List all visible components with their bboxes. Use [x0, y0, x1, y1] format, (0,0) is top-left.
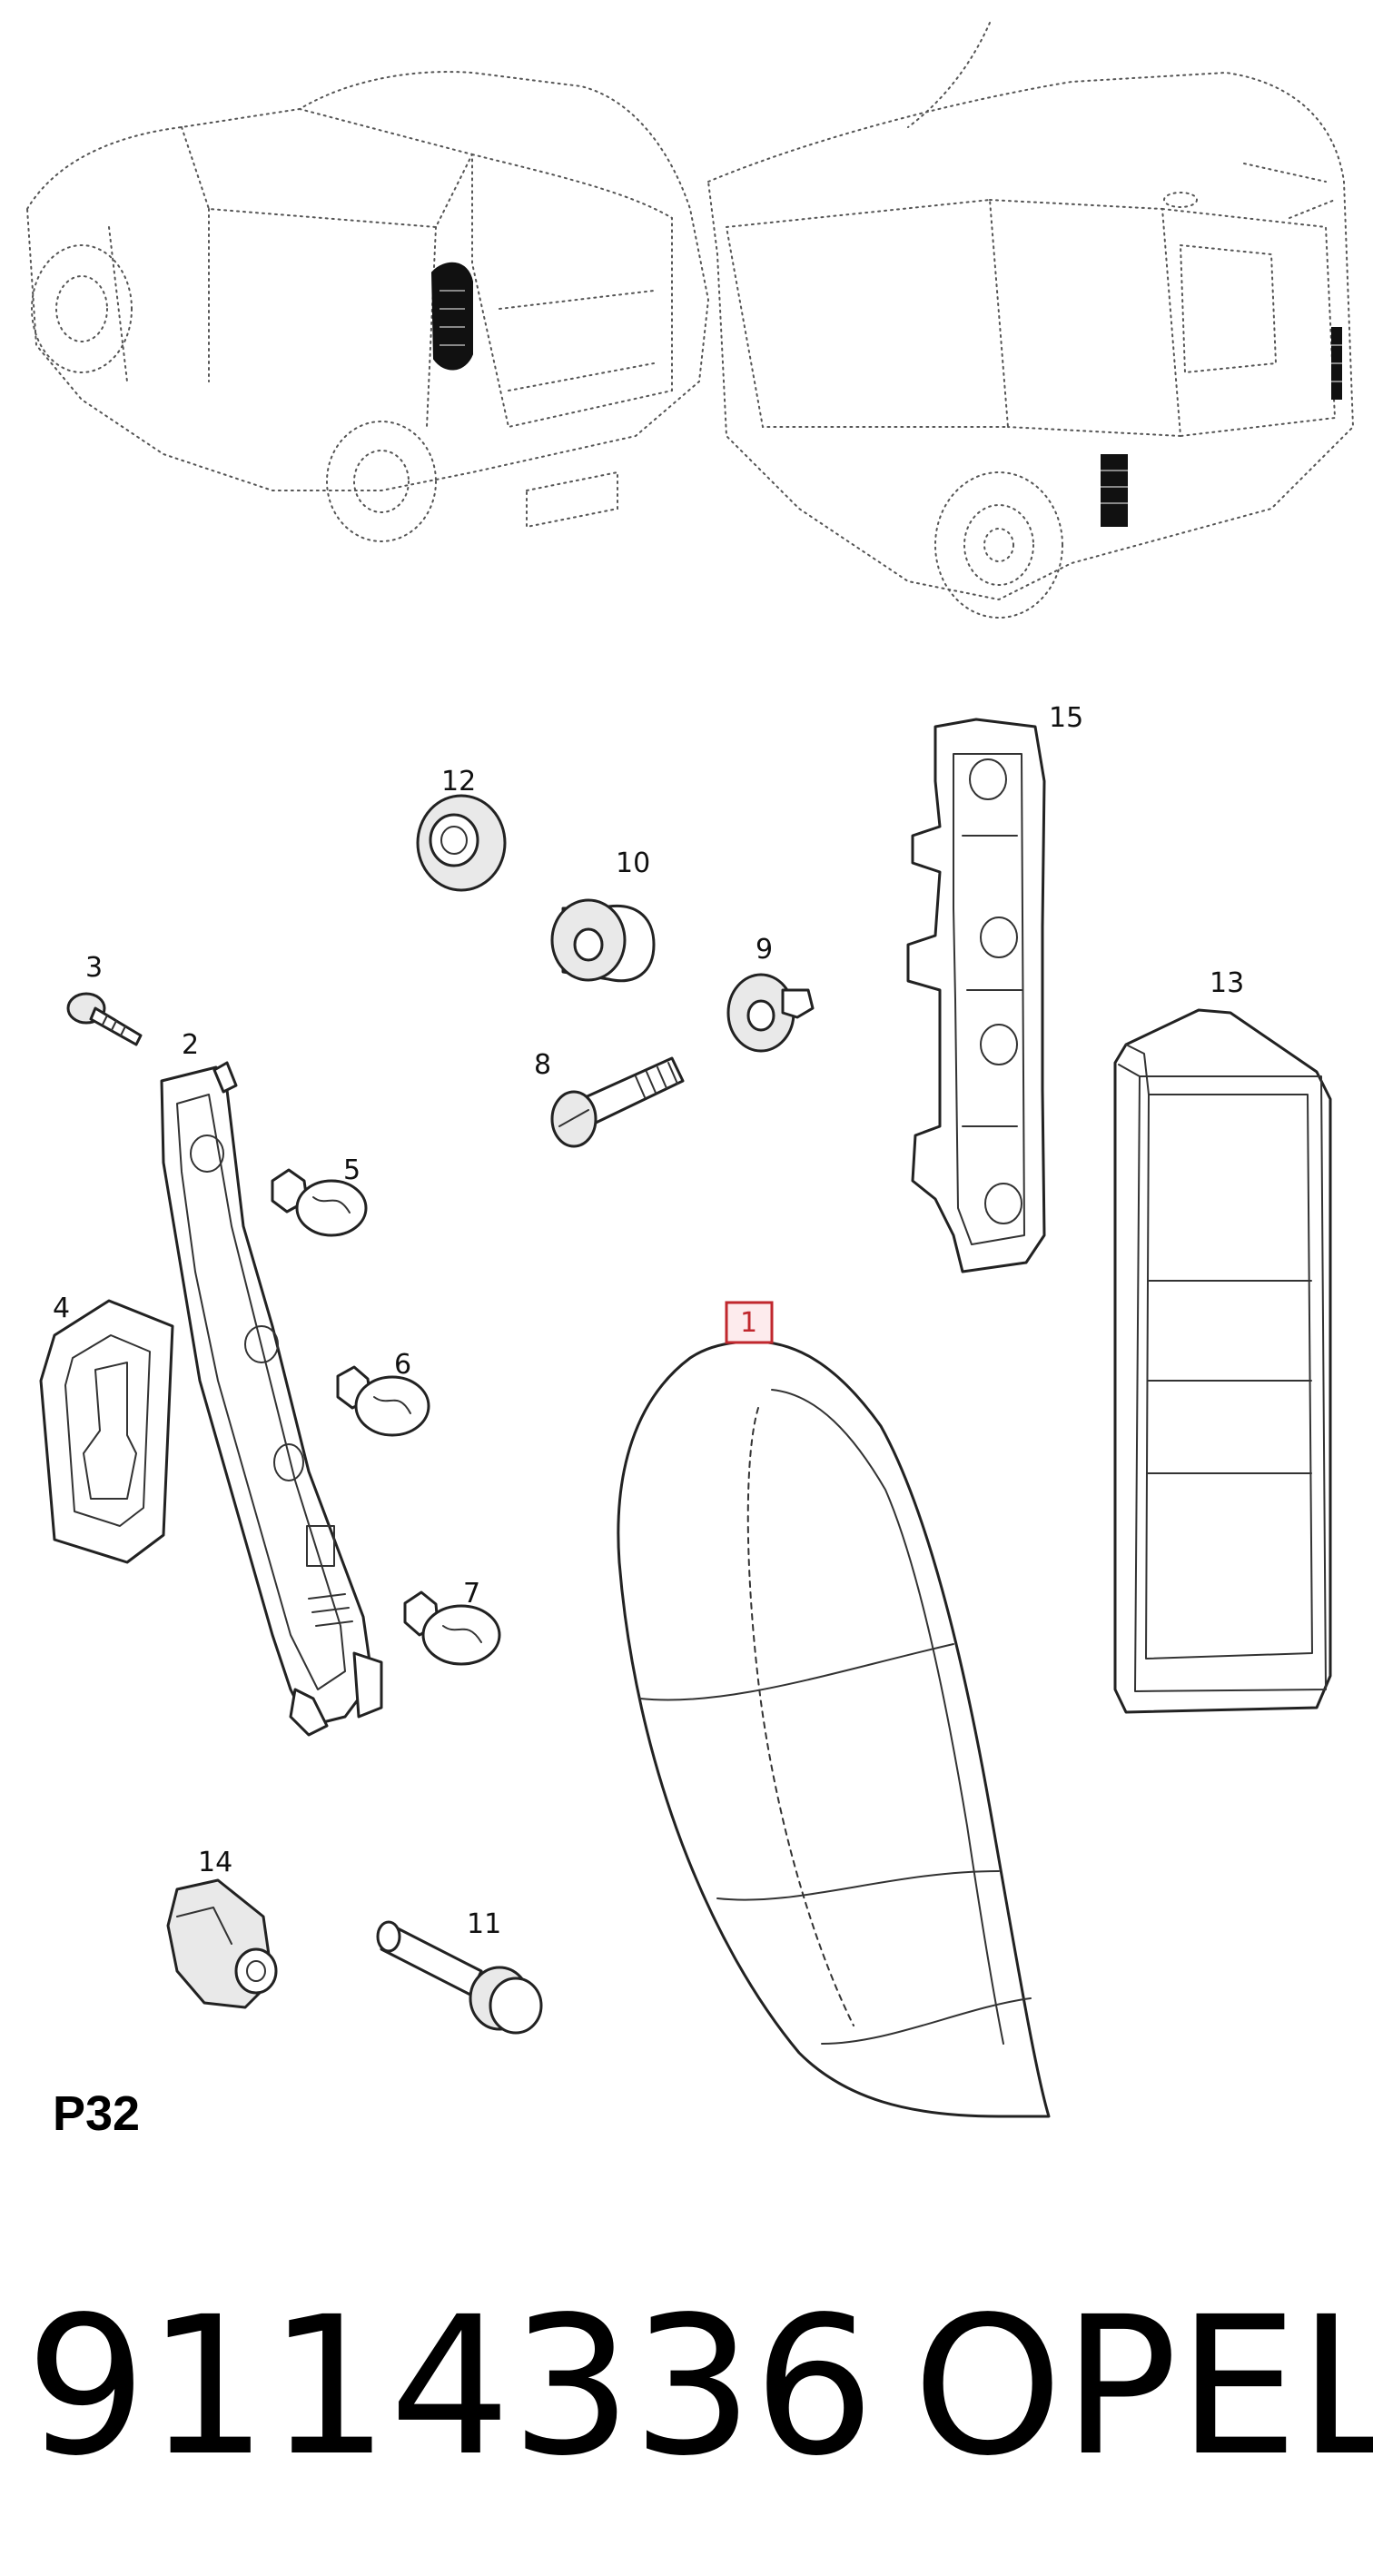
callout-4: 4	[53, 1293, 70, 1324]
part-11-stud	[376, 1920, 543, 2035]
page-code: P32	[53, 2086, 140, 2141]
callout-13: 13	[1210, 967, 1244, 999]
vehicle-hatchback-illustration	[25, 71, 710, 542]
part-10-plug	[550, 898, 656, 983]
part-9-clip	[726, 973, 815, 1053]
part-6-bulb	[336, 1365, 430, 1437]
part-12-grommet	[416, 794, 507, 892]
part-4-gasket	[39, 1299, 174, 1564]
part-15-bulb-holder-frame	[906, 718, 1046, 1273]
callout-3: 3	[85, 952, 103, 984]
callout-2: 2	[182, 1029, 199, 1061]
part-2-bulb-carrier	[160, 1061, 383, 1737]
callout-10: 10	[616, 847, 650, 879]
callout-1: 1	[740, 1307, 757, 1339]
callout-9: 9	[756, 934, 773, 966]
part-8-bolt	[550, 1056, 685, 1148]
callout-14: 14	[198, 1847, 232, 1878]
callout-11: 11	[467, 1908, 501, 1940]
callout-6: 6	[394, 1349, 411, 1381]
callout-7: 7	[463, 1578, 480, 1610]
callout-1-highlight-box	[725, 1301, 774, 1344]
part-3-screw	[66, 992, 143, 1046]
vehicle-van-illustration	[706, 22, 1355, 619]
part-5-bulb	[271, 1168, 368, 1237]
part-1-tail-lamp-lens	[617, 1301, 1051, 2118]
callout-5: 5	[343, 1154, 361, 1186]
part-7-bulb	[403, 1590, 501, 1666]
part-14-connector	[166, 1878, 278, 2009]
brand-name: OPEL	[913, 2275, 1373, 2498]
part-13-tail-lamp-front	[1113, 1008, 1332, 1714]
callout-8: 8	[534, 1049, 551, 1081]
part-number: 9114336	[25, 2275, 874, 2498]
callout-15: 15	[1049, 702, 1083, 734]
callout-12: 12	[441, 766, 476, 798]
